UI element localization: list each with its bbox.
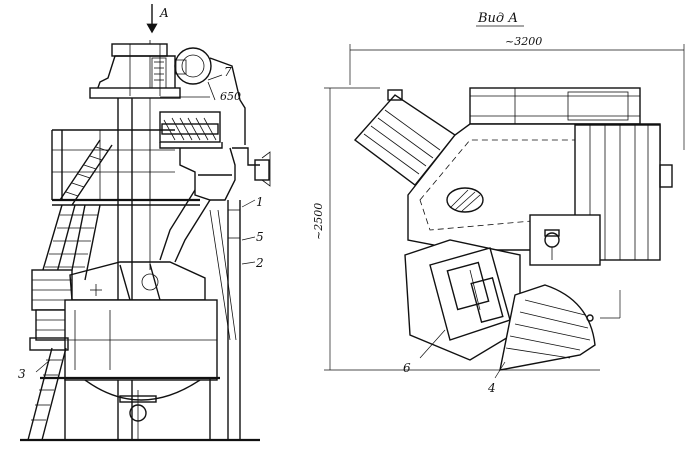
width-dimension-label: ~3200 [505, 35, 542, 48]
part-1-label: 1 [256, 195, 264, 209]
lower-ladder [27, 337, 69, 441]
hatched-opening [449, 189, 481, 212]
arrow-a-label: A [159, 6, 169, 20]
view-a-title: Вид А [477, 11, 518, 26]
part-6-label: 6 [403, 361, 411, 375]
upper-ladder [59, 139, 113, 206]
part-3-label: 3 [18, 367, 26, 381]
plan-lower-unit [404, 239, 521, 361]
side-ladder [39, 204, 101, 281]
dim-650-label: 650 [220, 90, 241, 103]
part-7-label: 7 [224, 65, 232, 79]
plan-view-a: Вид А ~3200 ~2500 [312, 11, 685, 395]
part-2-label: 2 [255, 256, 264, 270]
plan-ladder-lower [499, 284, 596, 371]
height-dimension-label: ~2500 [312, 203, 325, 240]
part-4-label: 4 [487, 381, 496, 395]
part-5-label: 5 [256, 230, 264, 244]
upper-railing [51, 129, 175, 200]
side-elevation-view: A 650 7 [18, 4, 271, 442]
